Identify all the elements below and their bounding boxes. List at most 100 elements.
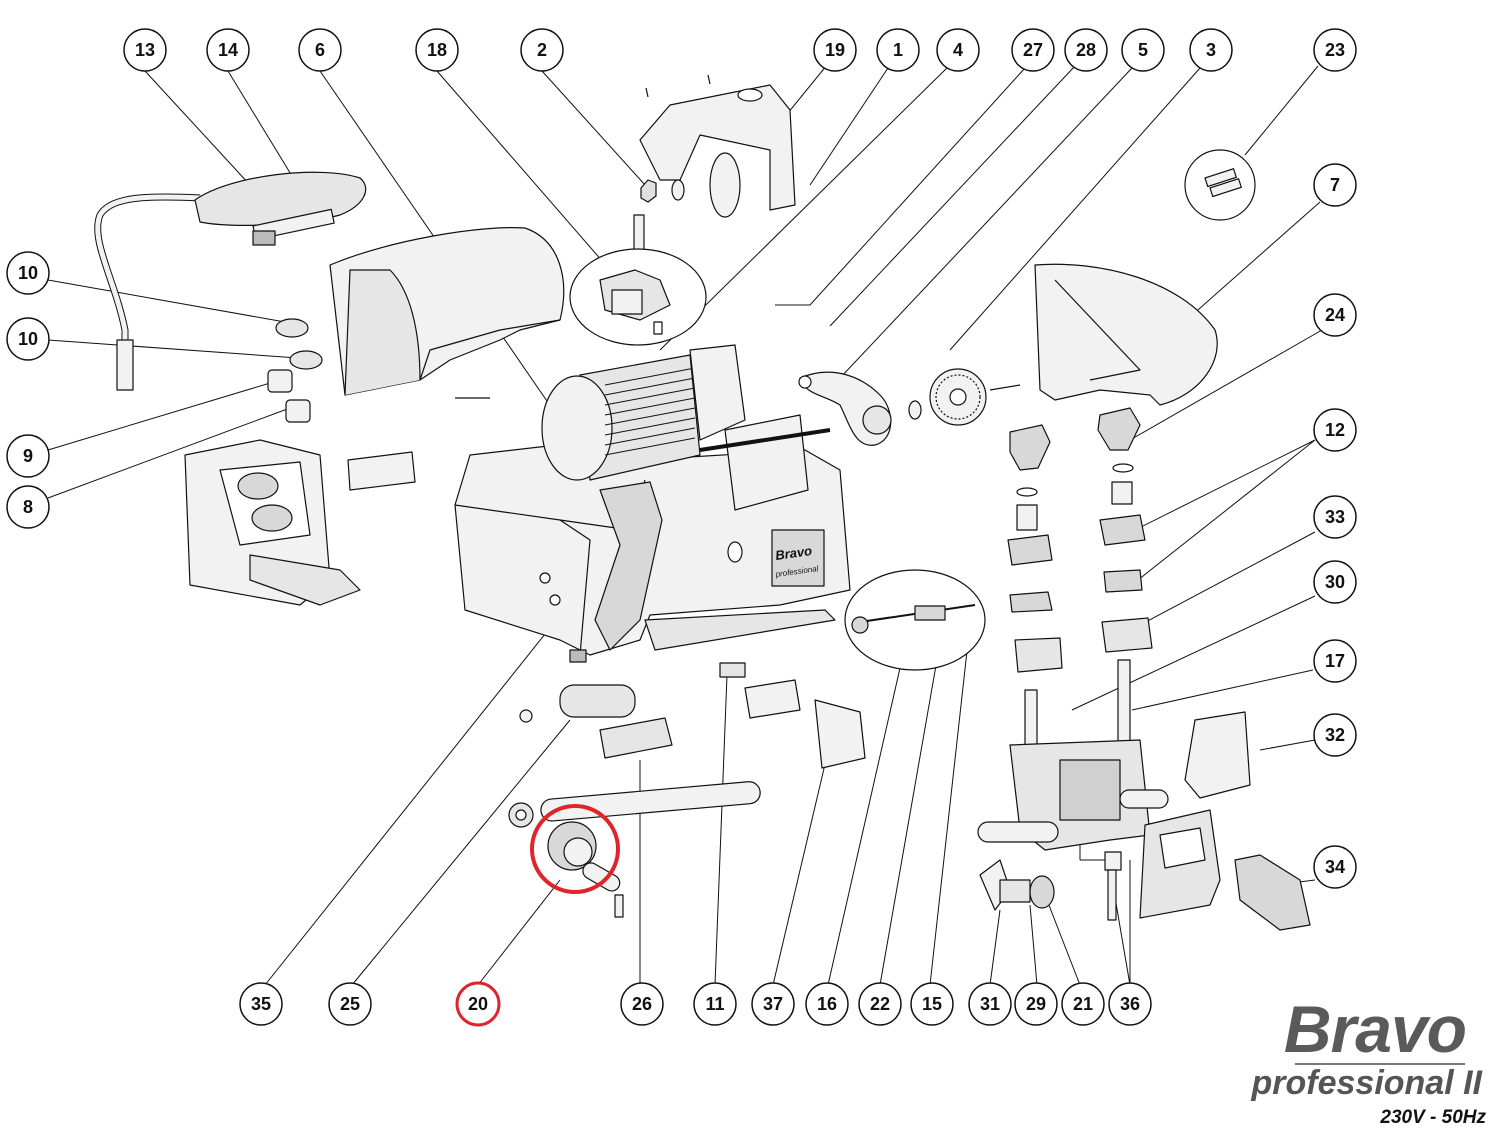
svg-text:8: 8	[23, 497, 33, 517]
callout-9: 9	[6, 434, 50, 478]
callout-32: 32	[1313, 713, 1357, 757]
side-panels	[1139, 711, 1311, 931]
callout-34: 34	[1313, 845, 1357, 889]
callout-17: 17	[1313, 639, 1357, 683]
callout-4: 4	[936, 28, 980, 72]
svg-text:4: 4	[953, 40, 963, 60]
callout-13: 13	[123, 28, 167, 72]
callout-21: 21	[1061, 982, 1105, 1026]
svg-text:3: 3	[1206, 40, 1216, 60]
callout-33: 33	[1313, 495, 1357, 539]
callout-1: 1	[876, 28, 920, 72]
svg-text:23: 23	[1325, 40, 1345, 60]
callout-3: 3	[1189, 28, 1233, 72]
side-shroud	[329, 227, 565, 399]
part-20-highlight-ring	[530, 804, 620, 894]
callout-35: 35	[239, 982, 283, 1026]
brush	[908, 368, 1021, 426]
callout-25: 25	[328, 982, 372, 1026]
callout-5: 5	[1121, 28, 1165, 72]
svg-text:6: 6	[315, 40, 325, 60]
callout-26: 26	[620, 982, 664, 1026]
callout-16: 16	[805, 982, 849, 1026]
brand-logo-text: Bravo	[1283, 992, 1467, 1066]
callout-10-upper: 10	[6, 251, 50, 295]
svg-text:32: 32	[1325, 725, 1345, 745]
callout-14: 14	[206, 28, 250, 72]
svg-text:20: 20	[468, 994, 488, 1014]
svg-text:34: 34	[1325, 857, 1345, 877]
brand-divider	[1295, 1063, 1465, 1065]
svg-text:33: 33	[1325, 507, 1345, 527]
callout-28: 28	[1064, 28, 1108, 72]
callout-37: 37	[751, 982, 795, 1026]
callout-22: 22	[858, 982, 902, 1026]
svg-text:2: 2	[537, 40, 547, 60]
callout-10-lower: 10	[6, 317, 50, 361]
svg-text:29: 29	[1026, 994, 1046, 1014]
svg-text:10: 10	[18, 329, 38, 349]
callout-23: 23	[1313, 28, 1357, 72]
svg-text:10: 10	[18, 263, 38, 283]
callout-7: 7	[1313, 163, 1357, 207]
svg-text:27: 27	[1023, 40, 1043, 60]
callout-36: 36	[1108, 982, 1152, 1026]
callout-30: 30	[1313, 560, 1357, 604]
svg-text:17: 17	[1325, 651, 1345, 671]
carriage-columns	[977, 407, 1169, 851]
svg-text:24: 24	[1325, 305, 1345, 325]
callout-2: 2	[520, 28, 564, 72]
clamp-parts	[979, 851, 1122, 921]
svg-text:22: 22	[870, 994, 890, 1014]
brand-spec-text: 230V - 50Hz	[1380, 1107, 1486, 1128]
callout-19: 19	[813, 28, 857, 72]
callout-6: 6	[298, 28, 342, 72]
switch-bubble	[569, 248, 707, 346]
callout-24: 24	[1313, 293, 1357, 337]
machine-brand-text: Bravo	[774, 543, 813, 563]
callout-29: 29	[1014, 982, 1058, 1026]
svg-text:21: 21	[1073, 994, 1093, 1014]
callout-8: 8	[6, 485, 50, 529]
feeler-bubble	[844, 569, 986, 671]
svg-text:31: 31	[980, 994, 1000, 1014]
top-cover	[633, 74, 796, 258]
svg-text:19: 19	[825, 40, 845, 60]
svg-text:16: 16	[817, 994, 837, 1014]
callout-31: 31	[968, 982, 1012, 1026]
svg-text:12: 12	[1325, 420, 1345, 440]
svg-text:37: 37	[763, 994, 783, 1014]
belt-lever	[798, 371, 892, 446]
svg-text:11: 11	[705, 994, 724, 1014]
callout-20: 20	[455, 981, 501, 1027]
svg-text:14: 14	[218, 40, 238, 60]
callout-27: 27	[1011, 28, 1055, 72]
svg-text:7: 7	[1330, 175, 1340, 195]
callout-18: 18	[415, 28, 459, 72]
svg-text:36: 36	[1120, 994, 1140, 1014]
fuse-bubble	[1184, 149, 1256, 221]
callout-11: 11	[693, 982, 737, 1026]
motor	[541, 344, 831, 511]
svg-text:35: 35	[251, 994, 271, 1014]
gear-shaft-assembly	[508, 802, 624, 918]
svg-text:25: 25	[340, 994, 360, 1014]
callout-15: 15	[910, 982, 954, 1026]
svg-text:18: 18	[427, 40, 447, 60]
svg-text:13: 13	[135, 40, 155, 60]
callout-12: 12	[1313, 408, 1357, 452]
lamp-assembly	[94, 171, 367, 391]
control-panel	[184, 318, 416, 606]
svg-text:5: 5	[1138, 40, 1148, 60]
svg-text:26: 26	[632, 994, 652, 1014]
brand-model-text: professional II	[1251, 1064, 1483, 1102]
svg-text:15: 15	[922, 994, 942, 1014]
svg-text:28: 28	[1076, 40, 1096, 60]
right-guard	[1034, 263, 1218, 406]
callouts: 13 14 6 18 2 19 1 4 27 28 5 3 23 7 24 12…	[6, 28, 1357, 1027]
parts-artwork	[94, 74, 1311, 931]
svg-text:9: 9	[23, 446, 33, 466]
svg-text:30: 30	[1325, 572, 1345, 592]
svg-text:1: 1	[893, 40, 903, 60]
